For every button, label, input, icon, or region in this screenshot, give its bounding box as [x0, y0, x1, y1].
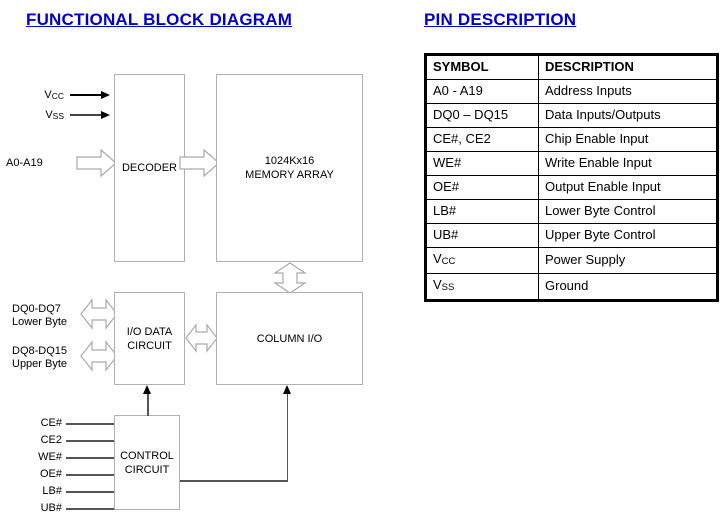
oe-hash-line [66, 474, 114, 476]
vcc-line [70, 94, 103, 96]
label-we-hash: WE# [38, 451, 62, 463]
cell-description: Address Inputs [538, 79, 719, 104]
block-control-circuit-label-line1: CONTROL [120, 449, 174, 462]
table-row: WE# Write Enable Input [424, 151, 719, 176]
io-to-column-bidirectional-arrow-icon [185, 322, 218, 354]
table-row: DQ0 – DQ15 Data Inputs/Outputs [424, 103, 719, 128]
page-title-pin-description: PIN DESCRIPTION [424, 10, 577, 29]
label-data-bus-lower: DQ0-DQ7 Lower Byte [12, 303, 84, 329]
cell-symbol-base: V [433, 277, 442, 292]
lb-hash-line [66, 491, 114, 493]
cell-description: Lower Byte Control [538, 199, 719, 224]
control-to-column-arrowhead-icon [283, 385, 291, 394]
vcc-base: V [44, 89, 52, 101]
block-control-circuit-label-line2: CIRCUIT [124, 463, 170, 476]
label-ce2: CE2 [40, 434, 62, 446]
block-decoder: DECODER [114, 74, 185, 262]
label-ub-hash: UB# [40, 502, 62, 514]
cell-description: Chip Enable Input [538, 127, 719, 152]
label-address-bus: A0-A19 [6, 157, 43, 169]
cell-description: Upper Byte Control [538, 223, 719, 248]
cell-description: Output Enable Input [538, 175, 719, 200]
vss-arrowhead-icon [101, 110, 110, 119]
decoder-to-memory-arrow-icon [179, 148, 220, 178]
label-data-bus-lower-byte: Lower Byte [12, 316, 68, 328]
label-vcc: VCC [8, 89, 64, 102]
label-oe-hash: OE# [39, 468, 62, 480]
block-decoder-label: DECODER [121, 162, 177, 174]
vcc-subscript: CC [51, 91, 64, 101]
block-io-data-circuit-label-line2: CIRCUIT [127, 339, 172, 352]
cell-description: Power Supply [538, 247, 719, 274]
block-column-io: COLUMN I/O [216, 292, 363, 385]
block-io-data-circuit-label-line1: I/O DATA [126, 325, 173, 338]
vss-base: V [45, 109, 53, 121]
column-header-symbol: SYMBOL [424, 53, 539, 80]
cell-symbol: A0 - A19 [424, 79, 539, 104]
address-block-arrow-icon [76, 148, 117, 178]
page-title-functional-block-diagram: FUNCTIONAL BLOCK DIAGRAM [26, 10, 293, 29]
control-to-io-arrowhead-icon [143, 385, 151, 394]
label-vss: VSS [8, 109, 64, 122]
ce-hash-line [66, 423, 114, 425]
cell-symbol-base: V [433, 251, 442, 266]
table-row: CE#, CE2 Chip Enable Input [424, 127, 719, 152]
cell-symbol: VSS [424, 273, 539, 302]
table-row: A0 - A19 Address Inputs [424, 79, 719, 104]
block-column-io-label: COLUMN I/O [256, 332, 323, 345]
cell-symbol: DQ0 – DQ15 [424, 103, 539, 128]
table-header-row: SYMBOL DESCRIPTION [424, 53, 719, 80]
ub-hash-line [66, 508, 114, 510]
dq-upper-bidirectional-arrow-icon [80, 339, 118, 373]
vcc-arrowhead-icon [101, 90, 110, 99]
block-memory-array: 1024Kx16 MEMORY ARRAY [216, 74, 363, 262]
vss-subscript: SS [52, 111, 64, 121]
table-row: VSS Ground [424, 273, 719, 302]
control-to-io-line [147, 394, 149, 416]
cell-symbol: CE#, CE2 [424, 127, 539, 152]
label-data-bus-upper-range: DQ8-DQ15 [12, 345, 68, 357]
memory-to-column-bidirectional-arrow-icon [272, 262, 308, 294]
block-memory-array-capacity: 1024Kx16 [264, 155, 315, 167]
table-row: UB# Upper Byte Control [424, 223, 719, 248]
cell-symbol: VCC [424, 247, 539, 274]
cell-symbol-subscript: CC [441, 256, 456, 267]
cell-symbol-subscript: SS [441, 282, 455, 293]
cell-description: Ground [538, 273, 719, 302]
table-row: OE# Output Enable Input [424, 175, 719, 200]
vss-line [70, 114, 103, 116]
label-ce-hash: CE# [40, 417, 62, 429]
control-to-column-vertical-line [286, 394, 288, 481]
table-row: VCC Power Supply [424, 247, 719, 274]
cell-symbol: LB# [424, 199, 539, 224]
cell-symbol: OE# [424, 175, 539, 200]
block-control-circuit: CONTROL CIRCUIT [114, 415, 180, 510]
pin-description-table: SYMBOL DESCRIPTION A0 - A19 Address Inpu… [424, 53, 719, 302]
column-header-description: DESCRIPTION [538, 53, 719, 80]
label-data-bus-lower-range: DQ0-DQ7 [12, 303, 61, 315]
dq-lower-bidirectional-arrow-icon [80, 297, 118, 331]
cell-symbol: WE# [424, 151, 539, 176]
label-data-bus-upper-byte: Upper Byte [12, 358, 68, 370]
control-to-column-horizontal-line [180, 480, 288, 482]
block-memory-array-label: MEMORY ARRAY [245, 169, 334, 181]
label-data-bus-upper: DQ8-DQ15 Upper Byte [12, 345, 84, 371]
cell-symbol: UB# [424, 223, 539, 248]
table-row: LB# Lower Byte Control [424, 199, 719, 224]
label-lb-hash: LB# [42, 485, 62, 497]
cell-description: Data Inputs/Outputs [538, 103, 719, 128]
ce2-line [66, 440, 114, 442]
block-io-data-circuit: I/O DATA CIRCUIT [114, 292, 185, 385]
cell-description: Write Enable Input [538, 151, 719, 176]
pin-description-table-body: A0 - A19 Address Inputs DQ0 – DQ15 Data … [424, 79, 719, 302]
we-hash-line [66, 457, 114, 459]
